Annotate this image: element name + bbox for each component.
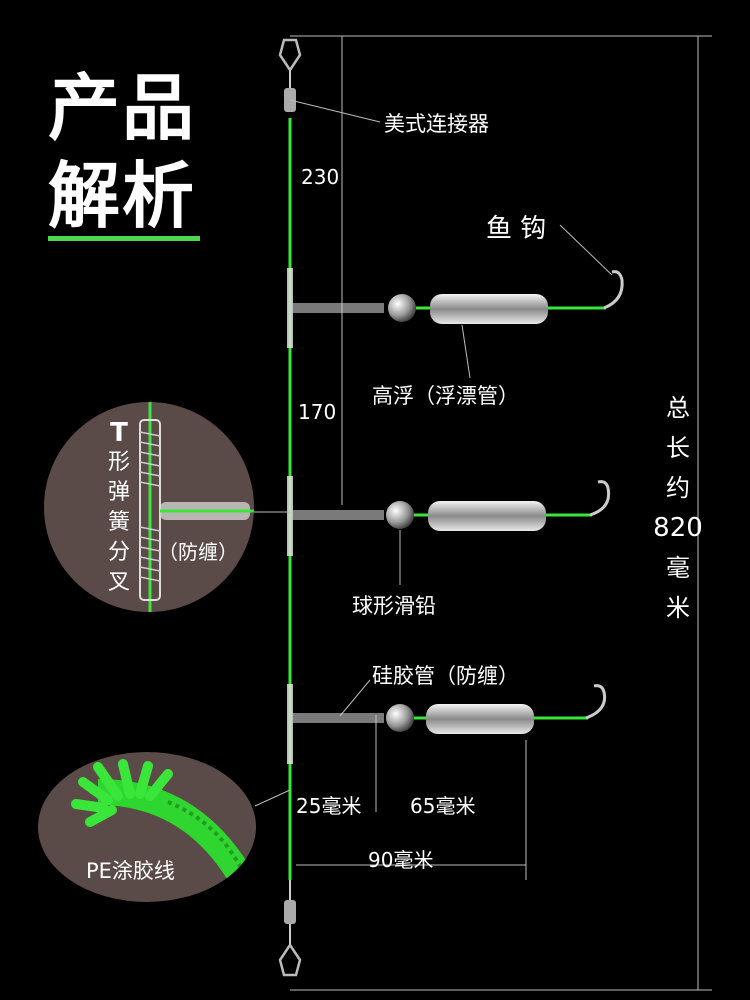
- label-float-tube: 高浮（浮漂管）: [372, 384, 519, 408]
- branch-3: [287, 684, 607, 764]
- label-connector: 美式连接器: [384, 112, 489, 136]
- label-ball-sinker: 球形滑铅: [352, 594, 436, 618]
- t-spring-char: 形: [107, 450, 130, 475]
- dim-90: 90毫米: [368, 848, 434, 872]
- total-length-char: 毫: [666, 554, 690, 582]
- t-spring-char: 叉: [107, 570, 130, 595]
- pe-line-callout: [38, 752, 256, 902]
- branch-1: [287, 268, 624, 348]
- branch-2: [287, 476, 611, 556]
- pe-line-drawing: [71, 759, 250, 880]
- total-length-char: 米: [666, 594, 690, 622]
- dim-170: 170: [298, 400, 337, 424]
- label-pe-line: PE涂胶线: [86, 859, 175, 883]
- t-spring-char: 簧: [107, 510, 130, 535]
- dim-25: 25毫米: [296, 794, 362, 818]
- label-hook: 鱼 钩: [486, 214, 547, 244]
- t-spring-drawing: [139, 402, 254, 612]
- total-length-char: 约: [666, 474, 690, 502]
- t-spring-label: T 形 弹 簧 分 叉: [104, 418, 134, 598]
- t-spring-callout: [44, 402, 254, 612]
- total-length-char: 总: [666, 394, 690, 422]
- total-length: 总 长 约 820 毫 米: [648, 388, 708, 628]
- title-line1: 产品: [48, 66, 197, 150]
- label-silicone-tube: 硅胶管（防缠）: [372, 664, 519, 688]
- title-line2: 解析: [48, 154, 197, 238]
- t-spring-char: 分: [107, 540, 130, 565]
- t-spring-char: 弹: [107, 480, 130, 505]
- bottom-snap: [278, 880, 302, 977]
- dim-230: 230: [301, 165, 340, 189]
- dim-65: 65毫米: [410, 794, 476, 818]
- total-length-char: 长: [666, 434, 690, 462]
- title-underline: [48, 236, 200, 241]
- t-spring-anti-tangle: （防缠）: [158, 540, 238, 564]
- t-spring-char: T: [110, 418, 128, 448]
- total-length-char: 820: [653, 513, 703, 543]
